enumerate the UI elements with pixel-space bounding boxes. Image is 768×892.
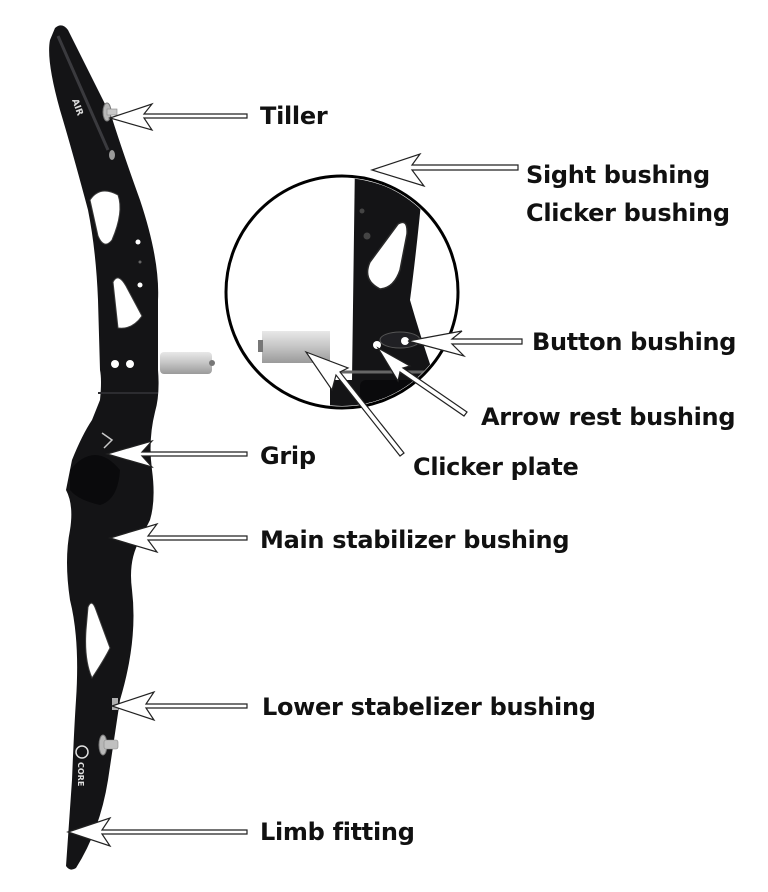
arrow-tiller xyxy=(107,102,248,132)
riser-hole xyxy=(135,239,141,245)
arrow-rest-hole xyxy=(373,341,381,349)
lower-cutout xyxy=(85,602,111,680)
tiller-bolt xyxy=(102,102,118,160)
label-arrow-rest-bushing: Arrow rest bushing xyxy=(481,403,736,431)
riser-hole xyxy=(138,260,142,264)
riser-edge-highlight xyxy=(56,35,110,151)
label-clicker-bushing: Clicker bushing xyxy=(526,199,730,227)
inset-hole xyxy=(363,170,369,176)
label-clicker-plate: Clicker plate xyxy=(413,453,579,481)
label-tiller: Tiller xyxy=(260,102,328,130)
grip-logo-mark xyxy=(101,432,114,449)
core-logo: CORE xyxy=(76,762,85,786)
stub-cap xyxy=(209,360,215,366)
inset-cutout xyxy=(366,221,408,290)
riser-hole xyxy=(111,360,119,368)
middle-cutout xyxy=(112,277,143,329)
arrow-limb-fitting xyxy=(66,816,248,848)
magnified-inset xyxy=(224,170,460,410)
inset-hole xyxy=(363,232,371,240)
inset-hole xyxy=(359,208,365,214)
grip-panel xyxy=(70,455,120,505)
bow-riser: AIR CORE xyxy=(49,25,215,870)
core-logo-emblem xyxy=(75,745,89,759)
label-main-stabilizer-bushing: Main stabilizer bushing xyxy=(260,526,570,554)
callout-arrows xyxy=(66,102,523,848)
label-button-bushing: Button bushing xyxy=(532,328,737,356)
arrow-clicker-plate xyxy=(304,350,405,457)
upper-cutout xyxy=(89,190,121,245)
label-limb-fitting: Limb fitting xyxy=(260,818,415,846)
label-sight-bushing: Sight bushing xyxy=(526,161,710,189)
arrow-arrow-rest-bushing xyxy=(376,346,468,417)
arrow-grip xyxy=(104,439,248,469)
clicker-plate-stub xyxy=(160,352,212,374)
label-grip: Grip xyxy=(260,442,316,470)
riser-hole xyxy=(126,360,134,368)
arrow-lower-stabelizer-bushing xyxy=(110,690,248,722)
riser-hole xyxy=(137,282,143,288)
label-lower-stabelizer-bushing: Lower stabelizer bushing xyxy=(262,693,596,721)
arrow-main-stabilizer-bushing xyxy=(107,522,248,554)
arrow-sight-bushing xyxy=(370,152,519,188)
button-hole xyxy=(401,337,409,345)
lower-bolts xyxy=(98,698,119,756)
arrow-button-bushing xyxy=(407,330,523,358)
inset-riser-section xyxy=(330,178,455,406)
